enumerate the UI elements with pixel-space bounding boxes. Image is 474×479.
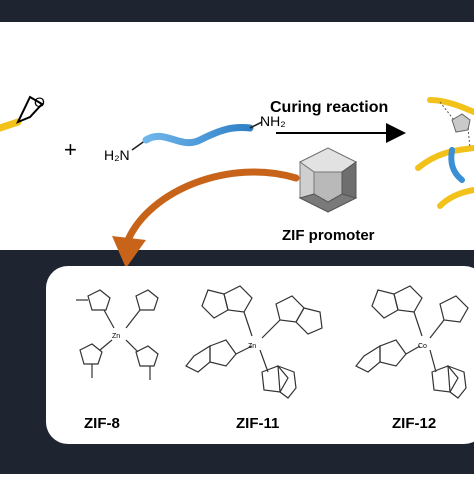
curved-arrow [112, 168, 300, 268]
curing-reaction-label: Curing reaction [270, 99, 388, 116]
zif-label: ZIF-11 [236, 415, 279, 432]
epoxide-icon: O [0, 94, 45, 132]
amine-left: H₂N [104, 147, 130, 163]
molecule-icon: Co [355, 285, 469, 399]
plus-sign: + [64, 137, 77, 162]
molecule-icon: Zn [185, 285, 323, 399]
molecule-icon: Zn [76, 289, 159, 380]
top-dark-strip [0, 0, 474, 22]
zif-label: ZIF-12 [392, 415, 436, 432]
diamine-icon: H₂N NH₂ [104, 113, 286, 163]
epoxide-oxygen: O [34, 94, 45, 110]
zif8-metal: Zn [112, 333, 120, 340]
zif-label: ZIF-8 [84, 415, 120, 432]
zif-polyhedron-icon [298, 147, 358, 213]
amine-right: NH₂ [260, 113, 286, 129]
cured-network-icon [415, 97, 474, 209]
zif12-metal: Co [418, 343, 427, 350]
zif-promoter-label: ZIF promoter [282, 227, 375, 244]
